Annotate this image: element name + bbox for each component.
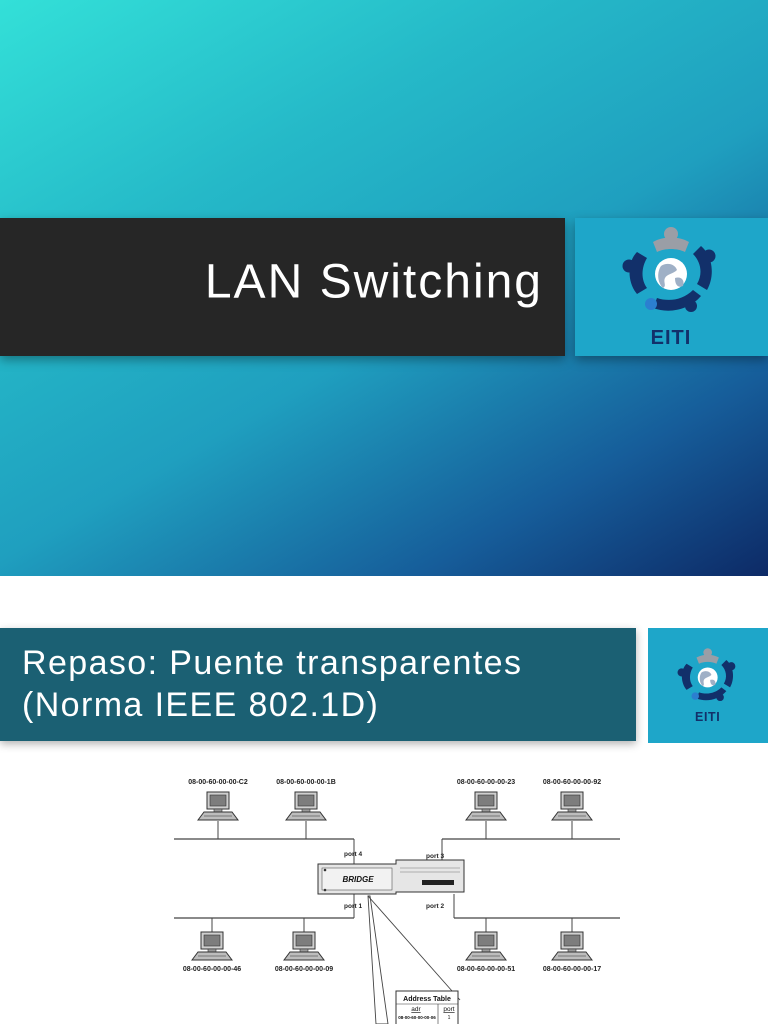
computer-icon bbox=[551, 791, 593, 821]
address-table-title: Address Table bbox=[403, 996, 451, 1003]
computer-icon bbox=[465, 931, 507, 961]
eiti-logo-icon: EITI bbox=[677, 648, 736, 724]
mac-label: 08-00-60-00-00-23 bbox=[457, 779, 515, 786]
slide-title: LAN Switching bbox=[204, 255, 543, 309]
heading-bar: Repaso: Puente transparentes (Norma IEEE… bbox=[0, 628, 636, 741]
address-table-col-port: port bbox=[443, 1006, 454, 1013]
mac-label: 08-00-60-00-00-51 bbox=[457, 966, 515, 973]
content-slide: Repaso: Puente transparentes (Norma IEEE… bbox=[0, 576, 768, 1024]
computer-icon bbox=[197, 791, 239, 821]
mac-label: 08-00-60-00-00-C2 bbox=[188, 779, 248, 786]
address-table-col-adr: adr bbox=[411, 1006, 421, 1013]
heading-line-1: Repaso: Puente transparentes bbox=[22, 644, 523, 682]
logo-text: EITI bbox=[651, 327, 692, 349]
port-label: port 1 bbox=[344, 903, 362, 910]
bridge-device: BRIDGE bbox=[317, 859, 465, 895]
computer-icon bbox=[191, 931, 233, 961]
eiti-logo-small: EITI bbox=[648, 628, 768, 743]
port-label: port 2 bbox=[426, 903, 444, 910]
address-table-cell-adr: 08-00-60-00-00-06 bbox=[398, 1015, 436, 1020]
bridge-label: BRIDGE bbox=[342, 875, 374, 884]
address-table: Address Table adr port 08-00-60-00-00-06… bbox=[395, 990, 459, 1024]
slide-heading: Repaso: Puente transparentes (Norma IEEE… bbox=[22, 642, 522, 726]
logo-text: EITI bbox=[695, 710, 720, 724]
mac-label: 08-00-60-00-00-17 bbox=[543, 966, 601, 973]
port-label: port 4 bbox=[344, 851, 362, 858]
port-label: port 3 bbox=[426, 853, 444, 860]
bridge-diagram: 08-00-60-00-00-C2 08-00-60-00-00-1B 08-0… bbox=[174, 779, 620, 1024]
heading-line-2: (Norma IEEE 802.1D) bbox=[22, 686, 380, 724]
mac-label: 08-00-60-00-00-46 bbox=[183, 966, 241, 973]
computer-icon bbox=[285, 791, 327, 821]
computer-icon bbox=[283, 931, 325, 961]
computer-icon bbox=[551, 931, 593, 961]
eiti-logo-icon: EITI bbox=[622, 227, 716, 349]
computer-icon bbox=[465, 791, 507, 821]
mac-label: 08-00-60-00-00-92 bbox=[543, 779, 601, 786]
mac-label: 08-00-60-00-00-09 bbox=[275, 966, 333, 973]
address-table-cell-port: 1 bbox=[448, 1015, 451, 1021]
title-slide: LAN Switching EITI bbox=[0, 0, 768, 576]
eiti-logo: EITI bbox=[575, 218, 768, 356]
title-bar: LAN Switching bbox=[0, 218, 565, 356]
mac-label: 08-00-60-00-00-1B bbox=[276, 779, 336, 786]
